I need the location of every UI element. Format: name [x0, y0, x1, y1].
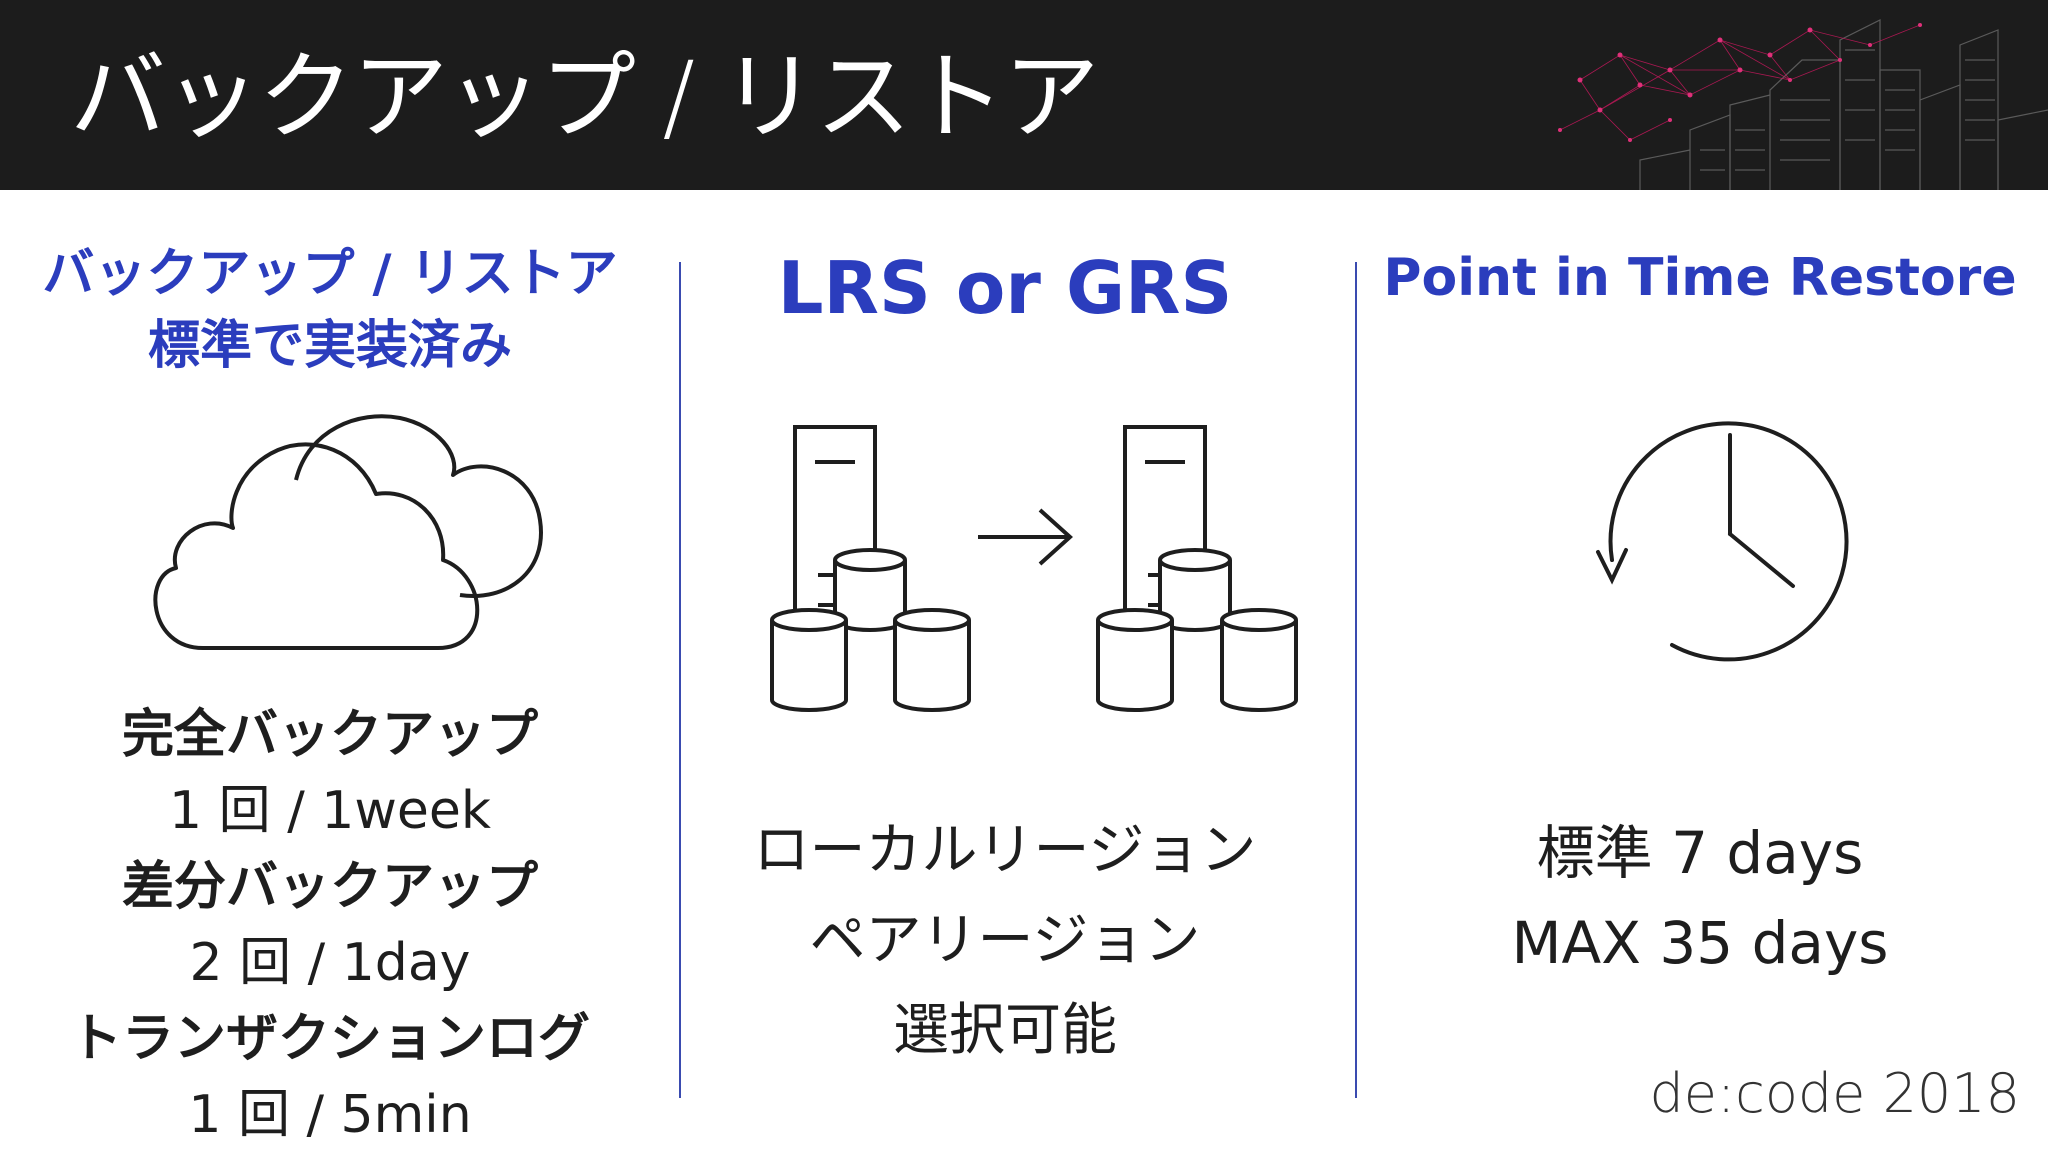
- server-replication-icon: [770, 425, 1298, 712]
- column-divider-right: [1355, 262, 1357, 1098]
- point-in-time-heading: Point in Time Restore: [1383, 248, 2017, 308]
- backup-heading-line2: 標準で実装済み: [147, 316, 512, 376]
- event-brand-label: de:code 2018: [1649, 1062, 2020, 1125]
- backup-heading: バックアップ / リストア 標準で実装済み: [40, 238, 620, 382]
- full-backup-title: 完全バックアップ: [121, 705, 538, 765]
- backup-schedule-list: 完全バックアップ 1 回 / 1week 差分バックアップ 2 回 / 1day…: [40, 696, 620, 1152]
- retention-standard: 標準 7 days: [1536, 819, 1864, 887]
- redundancy-line-local-region: ローカルリージョン: [753, 818, 1257, 883]
- list-item: トランザクションログ 1 回 / 5min: [40, 1000, 620, 1152]
- list-item: 完全バックアップ 1 回 / 1week: [40, 696, 620, 848]
- redundancy-description: ローカルリージョン ペアリージョン 選択可能: [700, 806, 1310, 1076]
- redundancy-line-selectable: 選択可能: [893, 998, 1117, 1063]
- transaction-log-frequency: 1 回 / 5min: [188, 1085, 472, 1145]
- backup-heading-line1: バックアップ / リストア: [42, 244, 618, 304]
- cloud-icon: [153, 414, 543, 650]
- slide-title: バックアップ / リストア: [70, 41, 1099, 153]
- differential-backup-title: 差分バックアップ: [121, 857, 538, 917]
- redundancy-heading: LRS or GRS: [777, 246, 1233, 330]
- retention-max: MAX 35 days: [1511, 909, 1889, 977]
- list-item: 差分バックアップ 2 回 / 1day: [40, 848, 620, 1000]
- column-divider-left: [679, 262, 681, 1098]
- clock-restore-icon: [1596, 421, 1849, 662]
- title-bar: バックアップ / リストア: [0, 0, 2048, 190]
- retention-description: 標準 7 days MAX 35 days: [1370, 808, 2030, 988]
- transaction-log-title: トランザクションログ: [69, 1009, 590, 1069]
- redundancy-line-paired-region: ペアリージョン: [809, 908, 1201, 973]
- differential-backup-frequency: 2 回 / 1day: [189, 933, 471, 993]
- full-backup-frequency: 1 回 / 1week: [169, 781, 491, 841]
- city-network-graphic: [1558, 19, 2048, 190]
